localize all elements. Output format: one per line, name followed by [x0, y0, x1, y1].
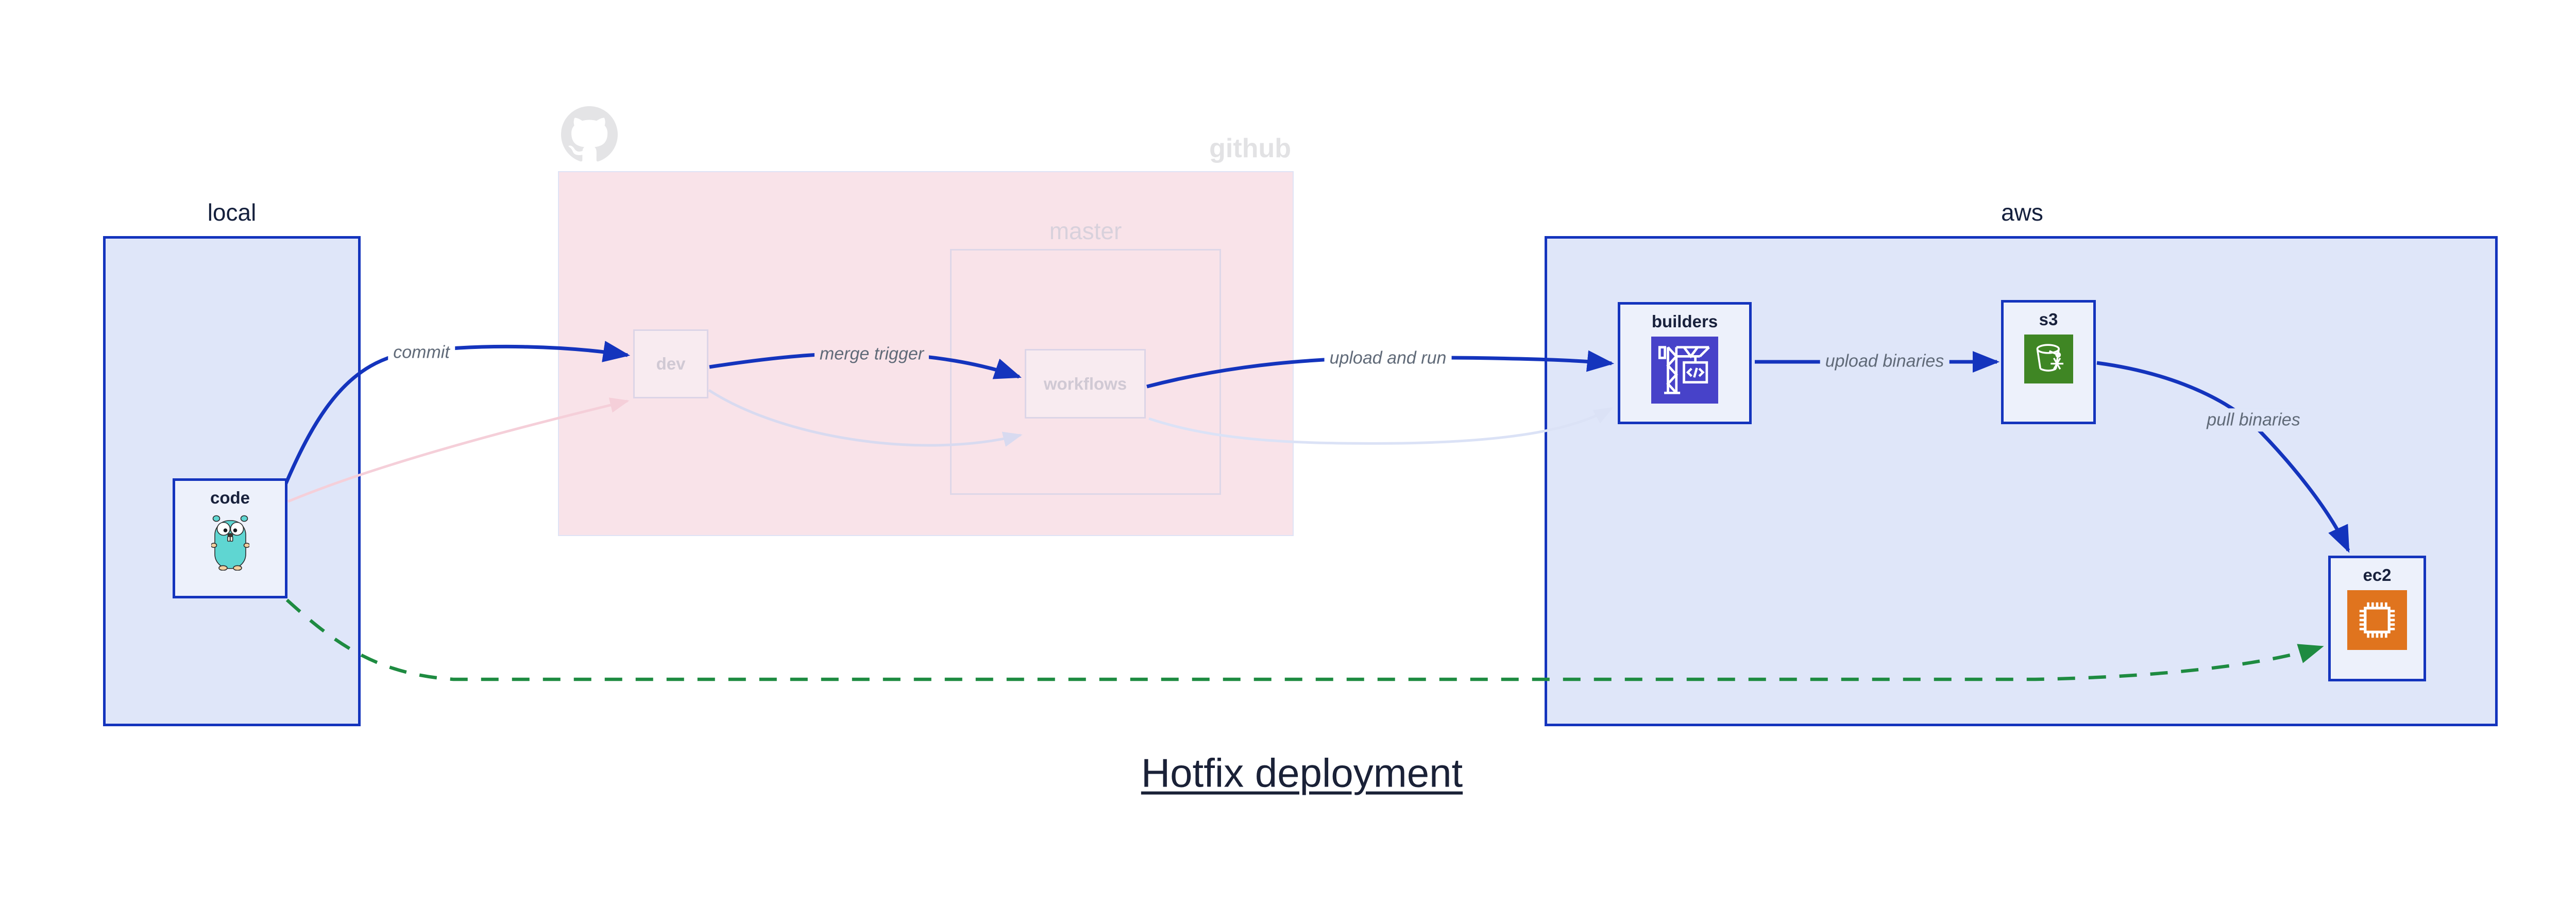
edge-label-upload-binaries: upload binaries [1820, 349, 1950, 373]
node-code: code [173, 478, 287, 598]
github-region-label: github [1209, 133, 1291, 163]
node-s3-label: s3 [2039, 310, 2058, 329]
edge-dev-to-workflows-faded [708, 389, 1023, 447]
aws-ec2-chip-icon [2347, 590, 2407, 650]
aws-s3-glacier-icon [2024, 335, 2073, 383]
edge-code-to-dev-faded [287, 397, 630, 503]
node-workflows: workflows [1025, 349, 1146, 419]
github-octocat-icon [561, 106, 618, 162]
edge-hotfix-bypass-dashed [285, 598, 2324, 681]
edge-label-pull-binaries: pull binaries [2201, 408, 2306, 432]
node-dev-label: dev [656, 354, 686, 373]
edge-pull-binaries [2096, 361, 2350, 553]
node-s3: s3 [2001, 300, 2096, 424]
node-ec2-label: ec2 [2363, 565, 2392, 584]
master-region-label: master [1049, 218, 1122, 244]
node-dev: dev [633, 329, 708, 398]
edge-label-commit: commit [388, 341, 455, 364]
edge-workflows-to-builders-faded [1148, 407, 1614, 445]
edge-label-upload-and-run: upload and run [1324, 346, 1452, 370]
node-workflows-label: workflows [1043, 374, 1127, 393]
node-builders-label: builders [1651, 312, 1718, 331]
node-code-label: code [210, 488, 250, 507]
diagram-title: Hotfix deployment [1141, 750, 1463, 796]
local-region-label: local [207, 199, 257, 226]
edge-label-merge-trigger: merge trigger [814, 342, 929, 366]
aws-codebuild-icon [1651, 337, 1718, 404]
edge-commit [281, 341, 631, 492]
node-ec2: ec2 [2328, 556, 2426, 681]
aws-region-label: aws [2001, 199, 2043, 226]
node-builders: builders [1618, 302, 1752, 424]
go-gopher-icon [211, 515, 249, 571]
